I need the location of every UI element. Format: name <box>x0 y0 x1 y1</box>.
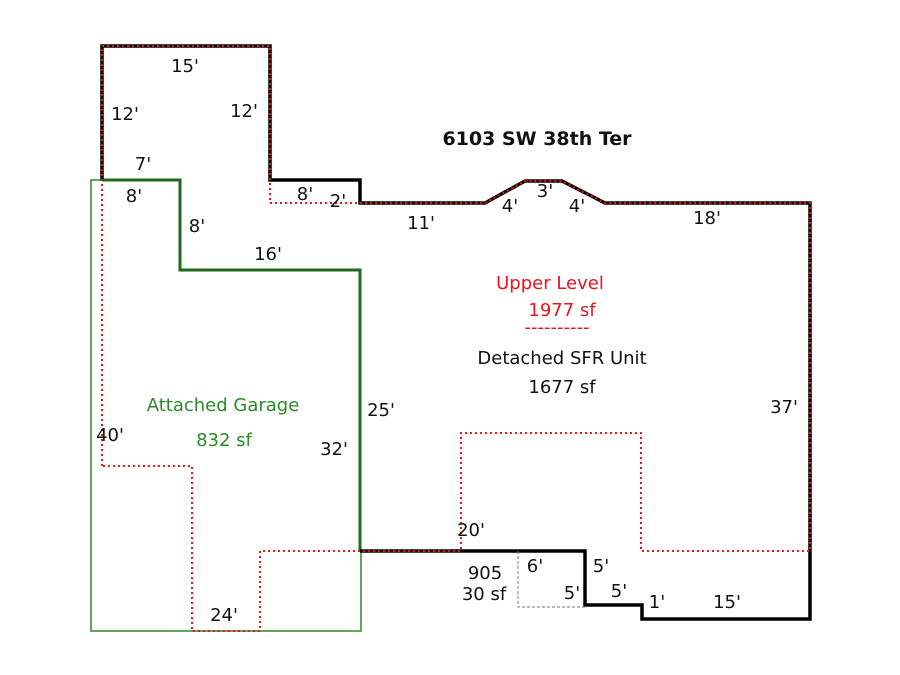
dimension-label: 15' <box>713 592 741 613</box>
garage-area: 832 sf <box>196 430 252 451</box>
upper-level-area: 1977 sf <box>528 300 596 321</box>
small-area-code: 905 <box>468 563 502 584</box>
dimension-label: 11' <box>407 213 435 234</box>
dimension-label: 16' <box>254 244 282 265</box>
dimension-label: 2' <box>330 191 346 212</box>
upper-level-divider: ---------- <box>525 317 590 338</box>
dimension-label: 4' <box>502 196 518 217</box>
dimension-label: 12' <box>111 104 139 125</box>
main-unit-area: 1677 sf <box>528 377 596 398</box>
dimension-label: 8' <box>297 184 313 205</box>
small-area-size: 30 sf <box>462 584 507 605</box>
dimension-label: 15' <box>171 56 199 77</box>
dimension-label: 5' <box>593 556 609 577</box>
main-unit-label: Detached SFR Unit <box>477 348 646 369</box>
dimension-label: 6' <box>527 556 543 577</box>
dimension-label: 40' <box>96 425 124 446</box>
dimension-label: 18' <box>693 208 721 229</box>
dimension-label: 3' <box>537 181 553 202</box>
dimension-label: 12' <box>230 101 258 122</box>
dimension-label: 8' <box>126 186 142 207</box>
dimension-label: 25' <box>367 400 395 421</box>
garage-label: Attached Garage <box>147 395 300 416</box>
property-address: 6103 SW 38th Ter <box>442 128 632 150</box>
dimension-label: 5' <box>564 583 580 604</box>
dimension-label: 32' <box>320 439 348 460</box>
dimension-label: 37' <box>770 397 798 418</box>
dimension-label: 4' <box>569 196 585 217</box>
small-area-outline <box>517 551 585 608</box>
dimension-label: 7' <box>135 154 151 175</box>
upper-level-outline <box>101 45 811 632</box>
garage-outline <box>90 179 362 632</box>
main-outline <box>100 44 812 621</box>
dimension-label: 5' <box>611 581 627 602</box>
garage-wall <box>102 178 362 551</box>
dimension-label: 1' <box>649 592 665 613</box>
upper-level-label: Upper Level <box>496 273 604 294</box>
dimension-label: 24' <box>210 605 238 626</box>
dimension-label: 20' <box>457 520 485 541</box>
dimension-label: 8' <box>189 216 205 237</box>
